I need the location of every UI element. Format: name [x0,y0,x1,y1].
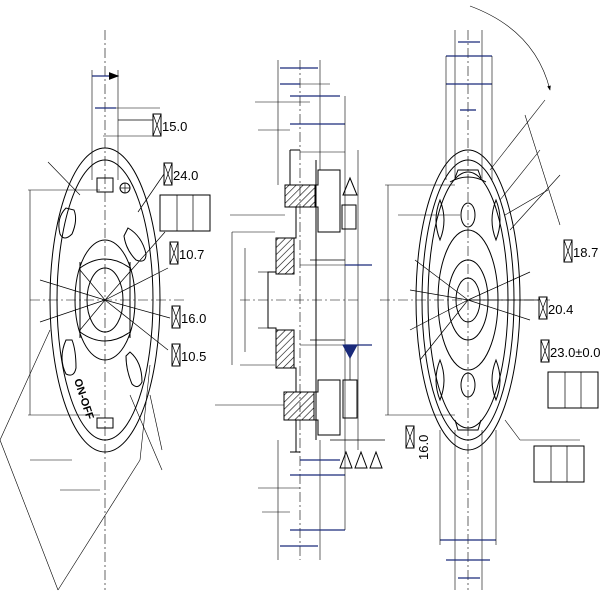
datum-triangle [342,344,358,360]
section-hatch-upper-inner [275,237,295,275]
left-inner-rim [56,159,154,441]
finish-symbol-bottom-2 [354,450,368,469]
svg-text:16.0: 16.0 [181,311,206,326]
left-datum-frame [159,194,211,232]
finish-symbol-bottom-3 [369,450,383,469]
rotation-arc [469,5,551,91]
left-cutout-upper-right [123,227,147,262]
svg-text:10.7: 10.7 [179,247,204,262]
section-hatch-lower [283,391,315,421]
svg-text:20.4: 20.4 [548,302,573,317]
section-view [215,60,385,560]
svg-text:18.7: 18.7 [573,245,598,260]
callout-7: 20.4 [538,296,573,320]
right-datum-frame-upper [547,371,599,409]
svg-text:10.5: 10.5 [181,349,206,364]
callout-4: 16.0 [171,305,206,329]
left-outer-rim [49,147,161,453]
callout-9: 16.0 [405,425,431,460]
right-bottom-tab [454,419,482,431]
part-mark-text: ON-OFF [71,377,96,421]
right-datum-frame [533,445,585,483]
datum-box-upper [341,204,357,230]
left-bottom-slot [96,417,114,429]
left-hub-outer [74,239,136,361]
section-hatch-upper [284,184,316,208]
callout-8: 23.0±0.05 [540,339,600,363]
finish-symbol-top [342,176,358,196]
svg-text:23.0±0.05: 23.0±0.05 [550,345,600,360]
section-hatch-lower-inner [275,329,295,369]
left-top-slot [96,177,114,193]
svg-text:16.0: 16.0 [416,435,431,460]
datum-box [342,379,358,419]
finish-symbol-bottom-1 [339,450,353,469]
left-cutout-upper-left [58,207,77,239]
left-hub-inner [86,267,124,333]
right-bolt-hole-top [460,202,476,228]
right-view [380,5,599,590]
left-cutout-lower-left [61,339,77,376]
callout-5: 10.5 [171,343,206,367]
svg-text:ON-OFF: ON-OFF [71,377,96,421]
right-bolt-hole-bottom [460,372,476,398]
callout-6: 18.7 [563,239,598,263]
callout-1: 15.0 [118,113,187,137]
svg-text:15.0: 15.0 [162,119,187,134]
left-cutout-lower-right [125,351,143,388]
callout-3: 10.7 [169,241,204,265]
svg-text:24.0: 24.0 [173,168,198,183]
callout-2: 24.0 [137,162,198,213]
right-top-tab [454,169,482,179]
